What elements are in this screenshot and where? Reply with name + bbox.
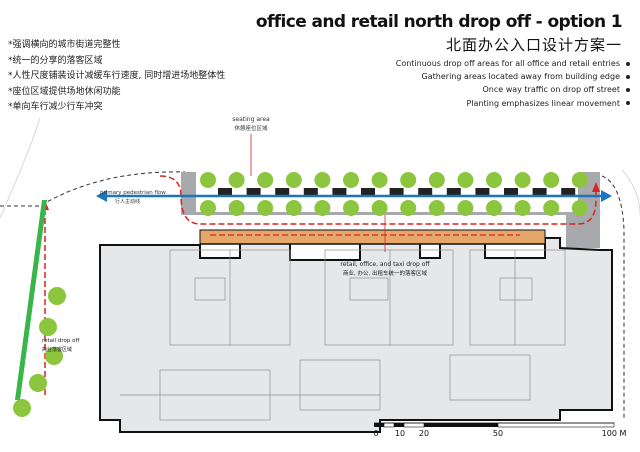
bullet-item: Planting emphasizes linear movement [396,97,630,110]
tree-icon [48,287,66,305]
tree-icon [13,399,31,417]
bench-icon [332,188,347,195]
note-item: *强调横向的城市街道完整性 [8,40,121,50]
bench-icon [361,188,375,195]
building-interior [120,249,566,421]
note-item: *座位区域提供场地休闲功能 [8,86,121,97]
bench-icon [389,188,404,195]
bullet-dot-icon [626,61,630,66]
tree-icon [45,347,63,365]
tree-icon [343,172,359,188]
bullet-text: Planting emphasizes linear movement [466,98,621,108]
design-bullets: Continuous drop off areas for all office… [396,57,630,110]
seating-area-label-zh: 休憩座位区域 [234,124,268,132]
tree-icon [314,172,331,188]
bench-icon [504,188,518,195]
tree-icon [428,200,445,216]
tree-icon [343,200,359,216]
tree-icon [371,172,388,188]
tree-icon [486,172,502,188]
tree-column-west [13,287,66,417]
note-item: *统一的分享的落客区域 [8,55,103,66]
page-title-zh: 北面办公入口设计方案一 [445,36,622,54]
tree-icon [400,172,417,188]
retail-drop-off-label: retail drop off [42,338,79,344]
planting-strip [15,200,47,400]
context-arc [621,169,640,216]
tree-icon [39,318,57,336]
tree-icon [314,200,331,216]
design-notes-zh: *强调横向的城市街道完整性 *统一的分享的落客区域 *人性尺度铺装设计减缓车行速… [8,38,225,116]
pedestrian-arrowhead-east [601,190,612,202]
tree-icon [285,172,302,188]
bench-icon [275,188,290,195]
tree-icon [428,172,445,188]
bullet-dot-icon [626,74,630,79]
scale-bar: 0 10 20 50 100 M [373,422,627,438]
tree-icon [371,200,388,216]
vehicle-arrowhead [592,182,600,192]
tree-icon [29,374,47,392]
tree-icon [571,172,588,188]
tree-icon [514,172,531,188]
bullet-item: Gathering areas located away from buildi… [396,70,630,83]
bench-icon [303,188,318,195]
bullet-dot-icon [626,87,630,92]
page-title: office and retail north drop off - optio… [255,12,623,32]
tree-icon [486,200,502,216]
bench-icon [418,188,433,195]
tree-icon [514,200,531,216]
bench-icon [532,188,547,195]
tree-icon [285,200,302,216]
scale-tick-100: 100 M [602,429,627,438]
context-arc [0,117,41,219]
pedestrian-flow-label: primary pedestrian flow [100,190,166,196]
bench-icon [246,188,261,195]
bullet-text: Continuous drop off areas for all office… [395,59,620,68]
note-item: *单向车行减少行车冲突 [8,102,103,112]
tree-icon [257,200,274,216]
bullet-text: Gathering areas located away from buildi… [421,72,620,82]
scale-tick-0: 0 [373,429,378,438]
bench-icon [218,188,232,195]
tree-icon [228,200,245,216]
drop-off-label-zh: 商业, 办公, 出租车统一的落客区域 [343,269,427,277]
tree-icon [457,172,474,188]
tree-row-south [200,200,588,216]
bench-icon [475,188,490,195]
note-item: *人性尺度铺装设计减缓车行速度, 同时增进场地整体性 [8,71,226,81]
seating-area-label: seating area [232,116,270,123]
pedestrian-flow-label-zh: 行人主动线 [115,198,140,205]
tree-icon [200,200,216,216]
tree-icon [400,200,417,216]
drop-off-band [199,229,546,245]
seating-benches [218,188,576,195]
bench-icon [561,188,576,195]
curb-line [0,171,186,207]
bullet-dot-icon [626,101,630,106]
bullet-item: Continuous drop off areas for all office… [396,57,630,70]
drop-off-label: retail, office, and taxi drop off [340,261,430,268]
bench-icon [446,188,461,195]
tree-icon [543,200,560,216]
tree-icon [228,172,245,188]
bullet-item: Once way traffic on drop off street [396,83,630,96]
tree-icon [543,172,560,188]
scale-tick-10: 10 [395,429,405,438]
pedestrian-arrowhead-west [96,190,107,202]
tree-icon [257,172,274,188]
bullet-text: Once way traffic on drop off street [482,85,620,95]
vehicle-path [159,175,597,225]
tree-icon [571,200,588,216]
tree-row-north [200,172,588,188]
retail-drop-off-label-zh: 商业落客区域 [42,346,72,353]
scale-tick-50: 50 [493,429,503,438]
tree-icon [200,172,216,188]
tree-icon [457,200,474,216]
scale-tick-20: 20 [419,429,429,438]
